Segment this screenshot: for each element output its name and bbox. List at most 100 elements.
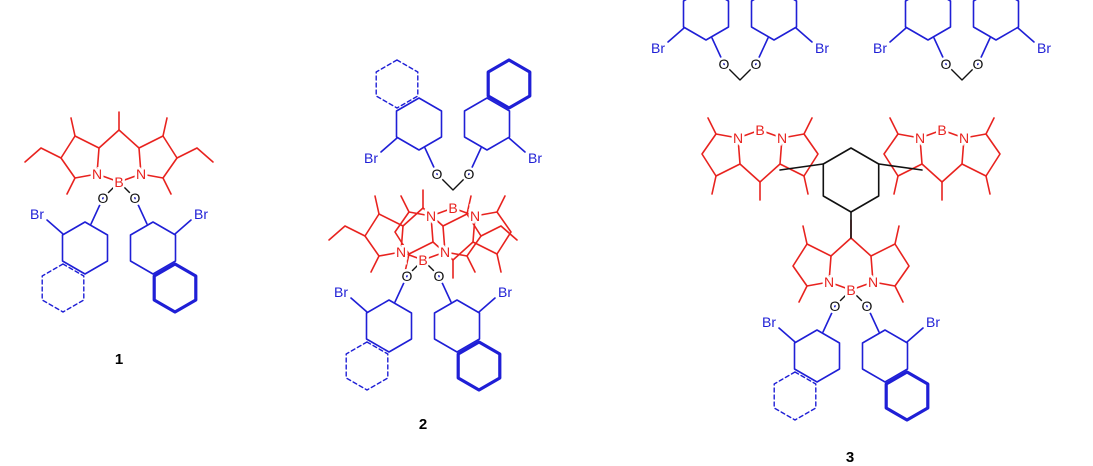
cmpd3-left-binol-br-bond: [795, 27, 813, 43]
cmpd1-binol-br-bond: [46, 219, 64, 235]
cmpd3-right-binol-oxygen: O: [973, 56, 984, 72]
cmpd3-left-bodipy-boron-bonds: [737, 129, 783, 139]
cmpd2-lower-bodipy-methyl: [370, 255, 380, 273]
cmpd1-bodipy-ethyl: [24, 147, 62, 163]
cmpd3-bottom-bodipy-meso-bridge: [830, 237, 872, 257]
cmpd3-left-binol-bromine: Br: [651, 40, 665, 56]
cmpd3-bottom-bodipy-boron: B: [846, 282, 855, 298]
cmpd3-right-bodipy-methyl: [889, 117, 899, 135]
cmpd3-left-binol-left-ring: [682, 0, 730, 41]
cmpd3-right-binol-bromine: Br: [873, 40, 887, 56]
cmpd3-bottom-binol-bo-bonds: [834, 289, 868, 307]
cmpd3-right-bodipy-boron: B: [937, 122, 946, 138]
cmpd3-right-binol-oxygen: O: [941, 56, 952, 72]
cmpd2-upper-binol-bold-ring: [486, 58, 532, 110]
cmpd3-bottom-binol-bromine: Br: [762, 314, 776, 330]
cmpd3-right-bodipy-nitrogen: N: [915, 130, 925, 146]
cmpd2-lower-bodipy-methyl: [374, 195, 380, 215]
cmpd1-bodipy-right-pyrrole: [138, 135, 178, 179]
cmpd3-bottom-bodipy-nitrogen: N: [868, 274, 878, 290]
bond-layer: [24, 0, 1035, 422]
cmpd3-left-binol-oxygen: O: [719, 56, 730, 72]
cmpd3-bottom-binol-br-bond: [778, 327, 796, 343]
cmpd2-lower-binol-br-bond: [350, 297, 368, 313]
compound-label-layer: 1 2 3: [115, 351, 854, 466]
cmpd3-left-bodipy-nitrogen: N: [733, 130, 743, 146]
cmpd2-lower-bodipy-left-pyrrole: [364, 213, 404, 257]
cmpd2-lower-binol-bromine: Br: [498, 284, 512, 300]
cmpd3-left-binol-right-ring: [750, 0, 798, 41]
cmpd1-bodipy-nitrogen: N: [136, 166, 146, 182]
cmpd3-bottom-bodipy-methyl: [894, 285, 904, 303]
cmpd3-right-bodipy-meso-bridge: [921, 163, 963, 183]
cmpd3-right-bodipy-methyl: [985, 175, 991, 195]
cmpd3-right-binol-co-bond: [977, 37, 991, 65]
cmpd3-left-bodipy-methyl: [803, 117, 813, 135]
cmpd3-right-bodipy-methyl: [985, 117, 995, 135]
cmpd2-upper-binol-left-ring: [395, 97, 443, 151]
cmpd3-left-bodipy-methyl: [707, 117, 717, 135]
cmpd3-core-link: [779, 163, 824, 171]
cmpd3-left-binol-oxygen: O: [751, 56, 762, 72]
cmpd1-binol-left-ring: [61, 221, 109, 275]
cmpd1-bodipy-methyl: [162, 117, 168, 137]
cmpd2-lower-bodipy-methyl: [466, 195, 472, 215]
cmpd3-right-binol-bromine: Br: [1037, 40, 1051, 56]
cmpd1-binol-oxygen: O: [130, 190, 141, 206]
cmpd3-left-bodipy-nitrogen: N: [777, 130, 787, 146]
cmpd3-bottom-bodipy-right-pyrrole: [870, 243, 910, 287]
cmpd1-bodipy-meso-bridge: [98, 129, 140, 149]
cmpd2-lower-bodipy-ethyl: [480, 225, 518, 241]
cmpd2-upper-binol-oxygen: O: [464, 166, 475, 182]
cmpd2-lower-binol-bold-ring: [456, 340, 502, 392]
cmpd2-upper-bodipy-nitrogen: N: [426, 208, 436, 224]
cmpd3-bottom-bodipy-methyl: [894, 225, 900, 245]
cmpd2-upper-bodipy-right-pyrrole: [472, 211, 512, 255]
cmpd2-lower-binol-left-ring: [365, 299, 413, 353]
cmpd3-bottom-bodipy-methyl: [798, 285, 808, 303]
cmpd3-left-binol-bo-bonds: [723, 63, 757, 81]
cmpd1-bodipy-methyl: [66, 177, 76, 195]
cmpd2-lower-binol-br-bond: [478, 297, 496, 313]
cmpd3-right-bodipy-methyl: [893, 175, 899, 195]
cmpd3-bottom-binol-dashed-ring: [773, 371, 817, 421]
cmpd3-right-bodipy-right-pyrrole: [961, 133, 1001, 177]
cmpd3-left-bodipy-meso-bridge: [739, 163, 781, 183]
cmpd3-left-bodipy-methyl: [803, 175, 809, 195]
cmpd2-upper-binol-br-bond: [508, 137, 526, 153]
cmpd3-left-bodipy-boron: B: [755, 122, 764, 138]
cmpd3-bottom-bodipy-nitrogen: N: [824, 274, 834, 290]
compound-label-3: 3: [846, 449, 854, 466]
cmpd1-bodipy-methyl: [70, 117, 76, 137]
cmpd2-upper-bodipy-methyl: [496, 195, 506, 213]
cmpd3-right-binol-right-ring: [972, 0, 1020, 41]
cmpd2-upper-bodipy-left-pyrrole: [394, 211, 434, 255]
cmpd3-bottom-binol-oxygen: O: [862, 298, 873, 314]
cmpd1-binol-co-bond: [134, 197, 148, 225]
cmpd3-bottom-bodipy-methyl: [802, 225, 808, 245]
cmpd2-upper-bodipy-boron: B: [448, 200, 457, 216]
cmpd1-bodipy-ethyl: [176, 147, 214, 163]
cmpd3-bottom-binol-right-ring: [861, 329, 909, 383]
cmpd3-bottom-binol-co-bond: [822, 305, 836, 333]
cmpd3-left-bodipy-methyl: [711, 175, 717, 195]
cmpd3-left-binol-br-bond: [667, 27, 685, 43]
cmpd3-left-bodipy-left-pyrrole: [701, 133, 741, 177]
cmpd2-upper-bodipy-nitrogen: N: [470, 208, 480, 224]
compound-label-2: 2: [419, 416, 427, 433]
cmpd3-bottom-bodipy-left-pyrrole: [792, 243, 832, 287]
cmpd2-lower-binol-oxygen: O: [434, 268, 445, 284]
cmpd2-lower-binol-co-bond: [394, 275, 408, 303]
cmpd3-right-binol-bo-bonds: [945, 63, 979, 81]
cmpd2-lower-binol-oxygen: O: [402, 268, 413, 284]
cmpd3-right-bodipy-nitrogen: N: [959, 130, 969, 146]
cmpd1-binol-bo-bonds: [102, 181, 136, 199]
cmpd2-upper-binol-right-ring: [463, 97, 511, 151]
cmpd2-upper-binol-co-bond: [468, 147, 482, 175]
cmpd1-bodipy-methyl: [162, 177, 172, 195]
cmpd3-right-binol-co-bond: [933, 37, 947, 65]
cmpd2-upper-binol-bromine: Br: [528, 150, 542, 166]
cmpd1-bodipy-nitrogen: N: [92, 166, 102, 182]
cmpd3-bottom-binol-br-bond: [906, 327, 924, 343]
